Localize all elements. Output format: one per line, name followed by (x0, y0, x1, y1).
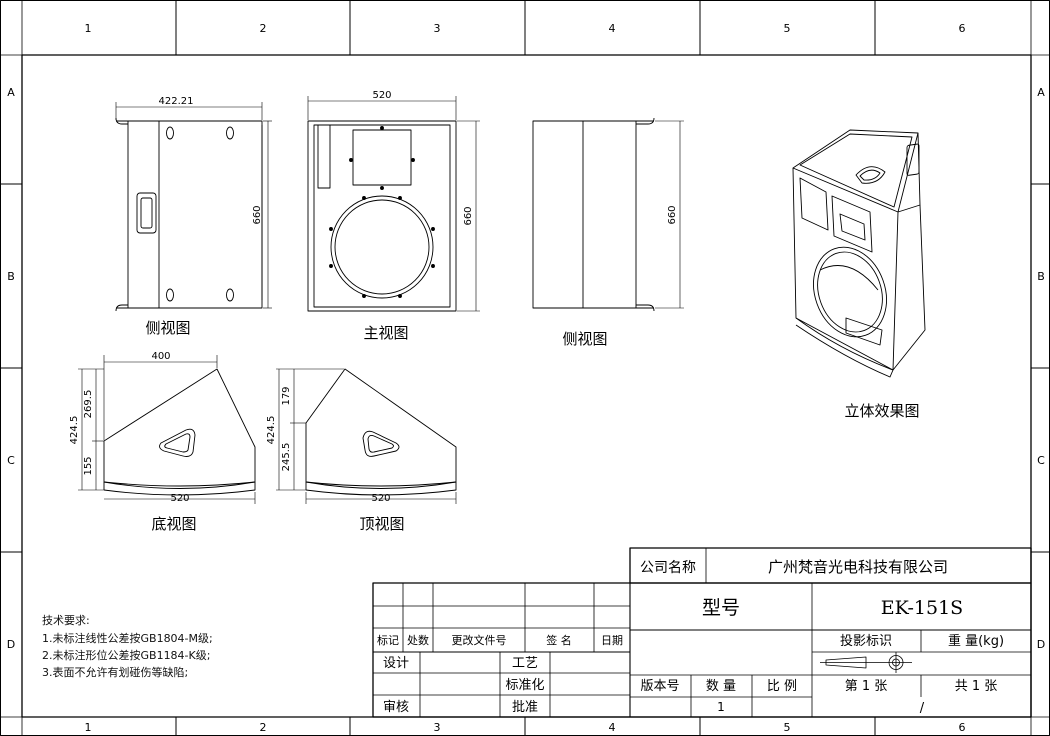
label-design: 设计 (383, 656, 409, 671)
col-label-bottom: 5 (784, 721, 791, 734)
col-label-bottom: 2 (260, 721, 267, 734)
woofer-opening (330, 195, 434, 299)
top-view-dims (276, 368, 457, 504)
title-block-lines (372, 547, 1032, 718)
iso-handle (906, 143, 920, 176)
label-sheet-no: 第 1 张 (845, 679, 888, 694)
dim-top-width: 520 (371, 493, 390, 504)
dim-side-height: 660 (252, 205, 263, 224)
label-side-view-right: 侧视图 (562, 330, 607, 348)
label-side-view-left: 侧视图 (145, 319, 190, 337)
dim-bottom-total: 424.5 (69, 416, 80, 445)
dim-bottom-lower: 155 (83, 456, 94, 475)
col-label-top: 5 (784, 22, 791, 35)
label-iso-view: 立体效果图 (844, 402, 919, 420)
dim-top-upper: 179 (281, 386, 292, 405)
company-name: 广州梵音光电科技有限公司 (768, 558, 948, 576)
row-label-right: C (1037, 454, 1045, 467)
bottom-view-dims (78, 355, 256, 504)
dim-top-lower: 245.5 (281, 443, 292, 472)
rev-header-doc: 更改文件号 (452, 633, 507, 647)
label-standard: 标准化 (505, 678, 544, 693)
dim-top-total: 424.5 (266, 416, 277, 445)
col-label-top: 4 (609, 22, 616, 35)
col-label-top: 3 (434, 22, 441, 35)
side-view-left-dims (115, 102, 272, 309)
dim-side-right-height: 660 (667, 205, 678, 224)
row-label-left: B (7, 270, 15, 283)
model-value: EK-151S (881, 597, 963, 619)
rev-header-count: 处数 (407, 634, 429, 647)
handle-icon (136, 192, 157, 234)
bottom-view (103, 368, 256, 496)
label-sheet-total: 共 1 张 (955, 679, 998, 694)
bottom-view-port (159, 428, 196, 457)
row-label-right: A (1037, 86, 1045, 99)
label-weight: 重 量(kg) (948, 633, 1004, 649)
notes-title: 技术要求: (42, 614, 90, 627)
rev-header-mark: 标记 (377, 633, 399, 647)
iso-woofer (813, 246, 887, 338)
col-label-bottom: 6 (959, 721, 966, 734)
iso-view (792, 129, 926, 378)
col-label-bottom: 1 (85, 721, 92, 734)
dim-front-height: 660 (463, 206, 474, 225)
label-front-view: 主视图 (363, 324, 408, 342)
label-ratio: 比 例 (767, 679, 797, 694)
row-label-left: C (7, 454, 15, 467)
label-version: 版本号 (640, 679, 679, 694)
row-label-left: A (7, 86, 15, 99)
dim-bottom-upper: 269.5 (83, 390, 94, 419)
projection-symbol-icon (820, 652, 912, 673)
label-approve: 批准 (512, 700, 538, 715)
col-label-top: 2 (260, 22, 267, 35)
label-bottom-view: 底视图 (151, 515, 196, 533)
side-view-right (532, 117, 655, 312)
front-view-dims (307, 96, 480, 312)
row-label-right: B (1037, 270, 1045, 283)
grid-labels: 1 2 3 4 5 6 1 2 3 4 5 6 A B C D A B C D (7, 22, 1045, 734)
dim-bottom-top: 400 (151, 351, 170, 362)
dim-side-width: 422.21 (159, 96, 194, 107)
notes-line-2: 2.未标注形位公差按GB1184-K级; (42, 649, 211, 662)
label-process: 工艺 (512, 656, 538, 671)
model-label: 型号 (702, 597, 740, 619)
horn-plate (352, 129, 412, 186)
title-block-text: 公司名称 广州梵音光电科技有限公司 型号 EK-151S 标记 处数 更改文件号… (377, 558, 1004, 716)
label-review: 审核 (383, 700, 409, 715)
side-view-right-dims (655, 120, 684, 309)
notes-line-3: 3.表面不允许有划碰伤等缺陷; (42, 666, 189, 679)
row-label-right: D (1037, 638, 1045, 651)
label-top-view: 顶视图 (359, 515, 404, 533)
dim-front-width: 520 (372, 90, 391, 101)
rev-header-date: 日期 (601, 634, 623, 647)
notes-line-1: 1.未标注线性公差按GB1804-M级; (42, 632, 213, 645)
row-label-left: D (7, 638, 15, 651)
col-label-top: 1 (85, 22, 92, 35)
col-label-top: 6 (959, 22, 966, 35)
top-view-port (362, 430, 400, 457)
slash-mark: / (920, 701, 925, 716)
label-quantity: 数 量 (706, 679, 736, 694)
label-projection: 投影标识 (840, 633, 892, 649)
dim-bottom-width: 520 (170, 493, 189, 504)
col-label-bottom: 3 (434, 721, 441, 734)
value-quantity: 1 (717, 700, 725, 714)
side-view-left (115, 117, 263, 312)
front-view (307, 120, 457, 312)
top-view (305, 368, 457, 496)
col-label-bottom: 4 (609, 721, 616, 734)
rev-header-sign: 签 名 (546, 633, 572, 647)
company-label: 公司名称 (640, 560, 696, 576)
